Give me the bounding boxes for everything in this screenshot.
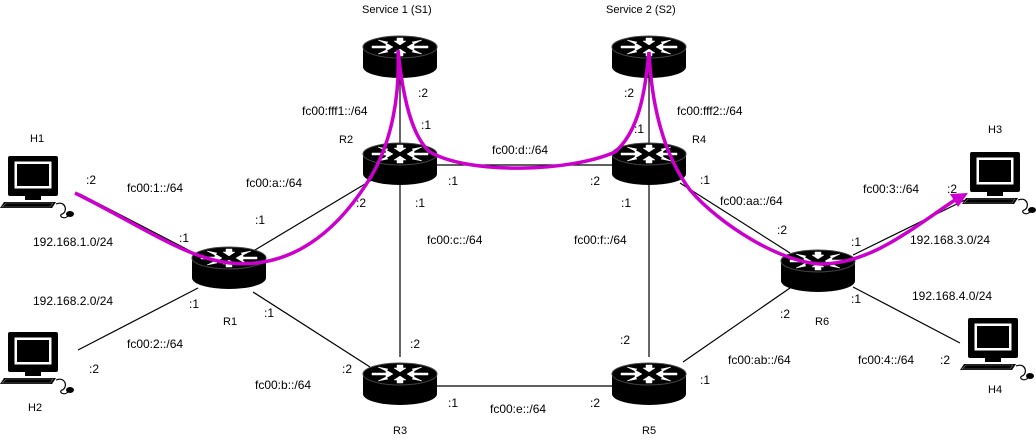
iface-r6-h3: :1 — [851, 235, 861, 249]
iface-r2-r3: :1 — [415, 196, 425, 210]
link-r1-r3 — [252, 291, 371, 368]
prefix-fc00-b: fc00:b::/64 — [255, 378, 311, 392]
iface-r3-r1: :2 — [342, 362, 352, 376]
prefix-fc00-c: fc00:c::/64 — [427, 233, 483, 247]
prefix-labels: fc00:1::/64 192.168.1.0/24 192.168.2.0/2… — [33, 104, 992, 416]
router-r3[interactable] — [362, 362, 438, 406]
link-r6-h4 — [852, 286, 961, 344]
host-h1[interactable] — [0, 155, 75, 219]
link-r5-r6 — [682, 287, 791, 363]
iface-h2: :2 — [89, 362, 99, 376]
iface-r5-r6: :1 — [700, 373, 710, 387]
prefix-fc00-1: fc00:1::/64 — [127, 181, 183, 195]
label-h1: H1 — [30, 133, 44, 145]
router-r6[interactable] — [780, 249, 856, 293]
label-h3: H3 — [988, 124, 1002, 136]
label-s2: Service 2 (S2) — [606, 4, 676, 16]
prefix-fc00-e: fc00:e::/64 — [490, 402, 546, 416]
links — [77, 78, 966, 387]
iface-r2-s1: :1 — [421, 118, 431, 132]
prefix-fc00-aa: fc00:aa::/64 — [720, 194, 783, 208]
interface-labels: :2 :1 :1 :1 :1 :2 :2 :1 :2 :1 :1 :2 :2 :… — [86, 86, 957, 410]
link-r1-r2 — [249, 177, 376, 254]
iface-h3: :2 — [947, 182, 957, 196]
prefix-ipv4-2: 192.168.2.0/24 — [33, 294, 113, 308]
host-h3[interactable] — [961, 151, 1036, 215]
label-s1: Service 1 (S1) — [362, 4, 432, 16]
iface-r2-r1: :2 — [356, 196, 366, 210]
label-r6: R6 — [815, 316, 829, 328]
path-arrowhead — [950, 193, 968, 207]
service-chain-path — [74, 49, 968, 266]
iface-r4-r2: :2 — [590, 174, 600, 188]
iface-r1-r2: :1 — [255, 213, 265, 227]
iface-r4-r6: :1 — [700, 173, 710, 187]
label-r1: R1 — [223, 316, 237, 328]
label-r4: R4 — [692, 134, 706, 146]
link-r6-h3 — [852, 199, 966, 256]
segment-routing-path — [74, 49, 956, 266]
prefix-fc00-2: fc00:2::/64 — [127, 337, 183, 351]
iface-r1-h1: :1 — [179, 231, 189, 245]
iface-r4-s2: :1 — [634, 122, 644, 136]
label-r2: R2 — [339, 134, 353, 146]
iface-r6-r4: :2 — [777, 223, 787, 237]
iface-s2: :2 — [624, 86, 634, 100]
prefix-ipv4-1: 192.168.1.0/24 — [33, 235, 113, 249]
iface-r1-r3: :1 — [264, 306, 274, 320]
prefix-fc00-fff1: fc00:fff1::/64 — [302, 104, 368, 118]
prefix-fc00-d: fc00:d::/64 — [492, 143, 548, 157]
iface-r6-r5: :2 — [780, 307, 790, 321]
label-h2: H2 — [28, 402, 42, 414]
label-r3: R3 — [393, 425, 407, 437]
iface-r5-r4: :2 — [620, 333, 630, 347]
label-h4: H4 — [988, 384, 1002, 396]
prefix-ipv4-3: 192.168.3.0/24 — [910, 233, 990, 247]
iface-h4: :2 — [940, 353, 950, 367]
iface-r2-r4: :1 — [448, 174, 458, 188]
iface-r3-r5: :1 — [448, 396, 458, 410]
prefix-fc00-a: fc00:a::/64 — [246, 176, 302, 190]
prefix-ipv4-4: 192.168.4.0/24 — [912, 289, 992, 303]
prefix-fc00-f: fc00:f::/64 — [574, 233, 627, 247]
prefix-fc00-ab: fc00:ab::/64 — [728, 353, 791, 367]
link-r4-r6 — [679, 182, 791, 254]
iface-r3-r2: :2 — [410, 337, 420, 351]
router-r5[interactable] — [611, 362, 687, 406]
label-r5: R5 — [642, 425, 656, 437]
iface-r4-r5: :1 — [621, 196, 631, 210]
iface-r6-h4: :1 — [851, 292, 861, 306]
prefix-fc00-fff2: fc00:fff2::/64 — [677, 104, 743, 118]
iface-r5-r3: :2 — [590, 396, 600, 410]
host-h4[interactable] — [959, 317, 1035, 381]
node-labels: Service 1 (S1) Service 2 (S2) R1 R2 R3 R… — [28, 4, 1002, 437]
router-r1[interactable] — [191, 246, 267, 290]
prefix-fc00-4: fc00:4::/64 — [858, 353, 914, 367]
host-h2[interactable] — [0, 331, 75, 395]
prefix-fc00-3: fc00:3::/64 — [863, 182, 919, 196]
iface-h1: :2 — [86, 173, 96, 187]
link-h2-r1 — [77, 287, 199, 351]
iface-s1: :2 — [418, 86, 428, 100]
iface-r1-h2: :1 — [189, 297, 199, 311]
